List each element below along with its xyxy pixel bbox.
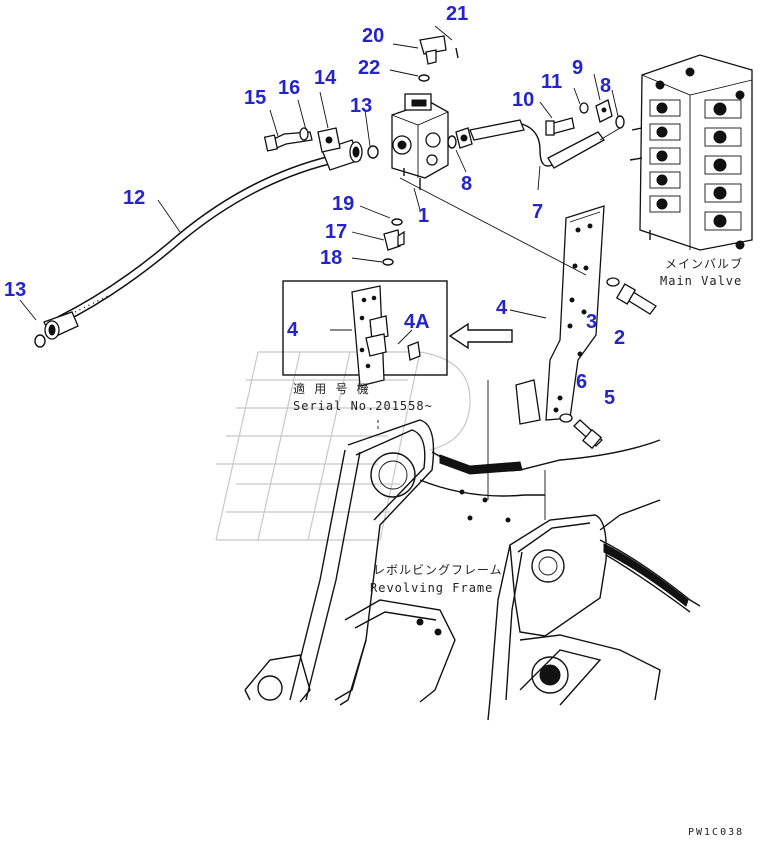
drawing-code: PW1C038 xyxy=(688,827,744,838)
callout-12: 12 xyxy=(123,187,145,209)
o-ring-19 xyxy=(391,218,403,226)
serial-label-jp: 適 用 号 機 xyxy=(293,381,370,396)
main-valve-label-jp: メインバルブ xyxy=(665,256,743,271)
callout-18: 18 xyxy=(320,247,342,269)
callout-17: 17 xyxy=(325,221,347,243)
callout-19: 19 xyxy=(332,193,354,215)
o-ring-22 xyxy=(418,74,430,82)
callout-3: 3 xyxy=(586,311,597,333)
callout-2: 2 xyxy=(614,327,625,349)
direction-arrow xyxy=(448,322,513,350)
revolving-frame xyxy=(244,380,701,721)
callout-numbers: 21 20 22 14 16 15 13 12 13 19 1 17 18 8 … xyxy=(4,3,625,409)
main-valve xyxy=(629,54,753,251)
callout-10: 10 xyxy=(512,89,534,111)
callout-4-inset: 4 xyxy=(287,319,299,341)
callout-7: 7 xyxy=(532,201,543,223)
callout-4A: 4A xyxy=(404,311,430,333)
callout-6: 6 xyxy=(576,371,587,393)
callout-15: 15 xyxy=(244,87,266,109)
serial-label-en: Serial No.201558~ xyxy=(293,399,433,413)
callout-14: 14 xyxy=(314,67,337,89)
watermark-logo xyxy=(215,351,471,541)
frame-label-jp: レボルビングフレーム xyxy=(373,563,503,577)
o-ring-18 xyxy=(382,258,394,266)
callout-4-main: 4 xyxy=(496,297,508,319)
callout-22: 22 xyxy=(358,57,380,79)
tube-and-clamp-group xyxy=(455,99,621,169)
hose-assembly xyxy=(43,139,363,340)
callout-20: 20 xyxy=(362,25,384,47)
callout-21: 21 xyxy=(446,3,468,25)
serial-inset-box xyxy=(282,280,448,387)
callout-13-top: 13 xyxy=(350,95,372,117)
flange-bolt-group xyxy=(263,127,341,153)
main-valve-label-en: Main Valve xyxy=(660,274,742,288)
o-ring-8b xyxy=(615,115,625,129)
text-labels: メインバルブ Main Valve 適 用 号 機 Serial No.2015… xyxy=(293,256,744,838)
callout-5: 5 xyxy=(604,387,615,409)
o-ring-8a xyxy=(447,135,457,149)
callout-9: 9 xyxy=(572,57,583,79)
callout-16: 16 xyxy=(278,77,300,99)
o-ring-13b xyxy=(367,145,379,159)
leader-lines xyxy=(19,25,619,345)
bracket-bolts xyxy=(559,277,657,450)
callout-11: 11 xyxy=(541,71,562,93)
callout-8-left: 8 xyxy=(461,173,472,195)
callout-8-right: 8 xyxy=(600,75,611,97)
elbow-fittings xyxy=(383,35,459,251)
frame-label-en: Revolving Frame xyxy=(370,581,493,595)
callout-13-left: 13 xyxy=(4,279,26,301)
o-ring-13a xyxy=(34,334,46,348)
bracket-plate xyxy=(515,205,605,425)
callout-1: 1 xyxy=(418,205,429,227)
ppc-valve xyxy=(391,93,449,190)
